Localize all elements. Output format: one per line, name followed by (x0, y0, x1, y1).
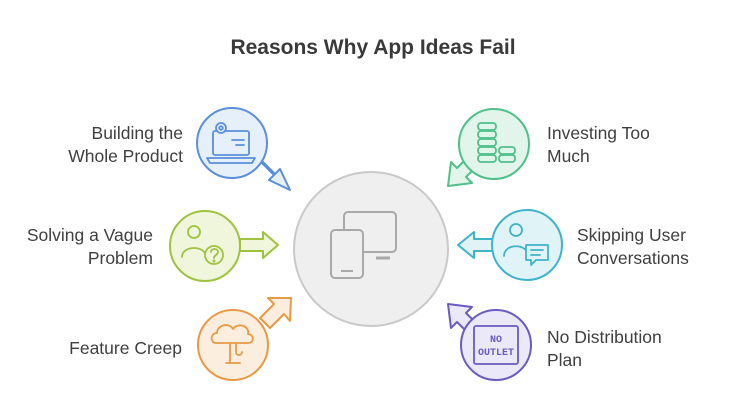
node-feature-creep (197, 309, 269, 381)
label-no-distribution: No Distribution Plan (547, 327, 662, 370)
arrow-feature-creep (259, 297, 292, 329)
diagram-title: Reasons Why App Ideas Fail (230, 36, 516, 59)
node-no-distribution: NO OUTLET (460, 309, 532, 381)
label-feature-creep: Feature Creep (69, 338, 182, 358)
devices-icon (330, 211, 397, 279)
node-investing-too-much (458, 108, 530, 180)
arrow-vague-problem (239, 231, 279, 259)
node-skipping-conversations (491, 209, 563, 281)
label-skipping-conversations: Skipping User Conversations (577, 225, 689, 268)
arrow-building-whole-product (261, 160, 291, 191)
node-vague-problem (169, 210, 241, 282)
sign-line-2: OUTLET (478, 348, 514, 359)
label-building-whole-product: Building the Whole Product (68, 123, 183, 166)
coin-stacks-icon (477, 122, 516, 163)
laptop-gear-icon (206, 122, 256, 164)
cloud-mushroom-icon (210, 324, 254, 364)
person-question-icon (181, 225, 224, 265)
sign-line-1: NO (490, 335, 502, 346)
node-building-whole-product (196, 107, 268, 179)
center-hub (293, 171, 449, 327)
no-outlet-sign-icon: NO OUTLET (473, 325, 519, 365)
person-chat-icon (503, 223, 549, 266)
label-vague-problem: Solving a Vague Problem (26, 225, 153, 268)
label-investing-too-much: Investing Too Much (547, 123, 650, 166)
